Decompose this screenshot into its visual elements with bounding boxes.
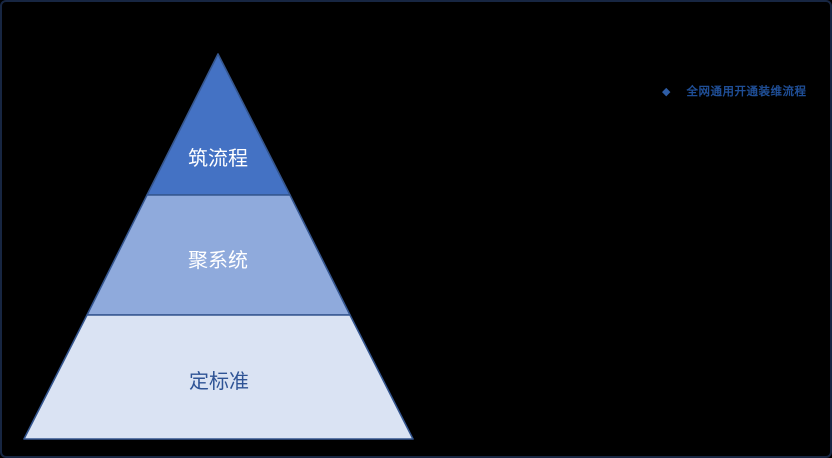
- diamond-bullet-icon: ◆: [662, 86, 671, 99]
- pyramid-level-bottom: [23, 314, 414, 440]
- pyramid-level-top: [146, 53, 291, 196]
- caption-text: 全网通用开通装维流程: [686, 86, 807, 98]
- pyramid-label-top: 筑流程: [188, 147, 248, 170]
- pyramid-label-bottom: 定标准: [189, 370, 249, 393]
- caption: ◆ 全网通用开通装维流程: [662, 86, 807, 99]
- pyramid-label-middle: 聚系统: [188, 249, 248, 272]
